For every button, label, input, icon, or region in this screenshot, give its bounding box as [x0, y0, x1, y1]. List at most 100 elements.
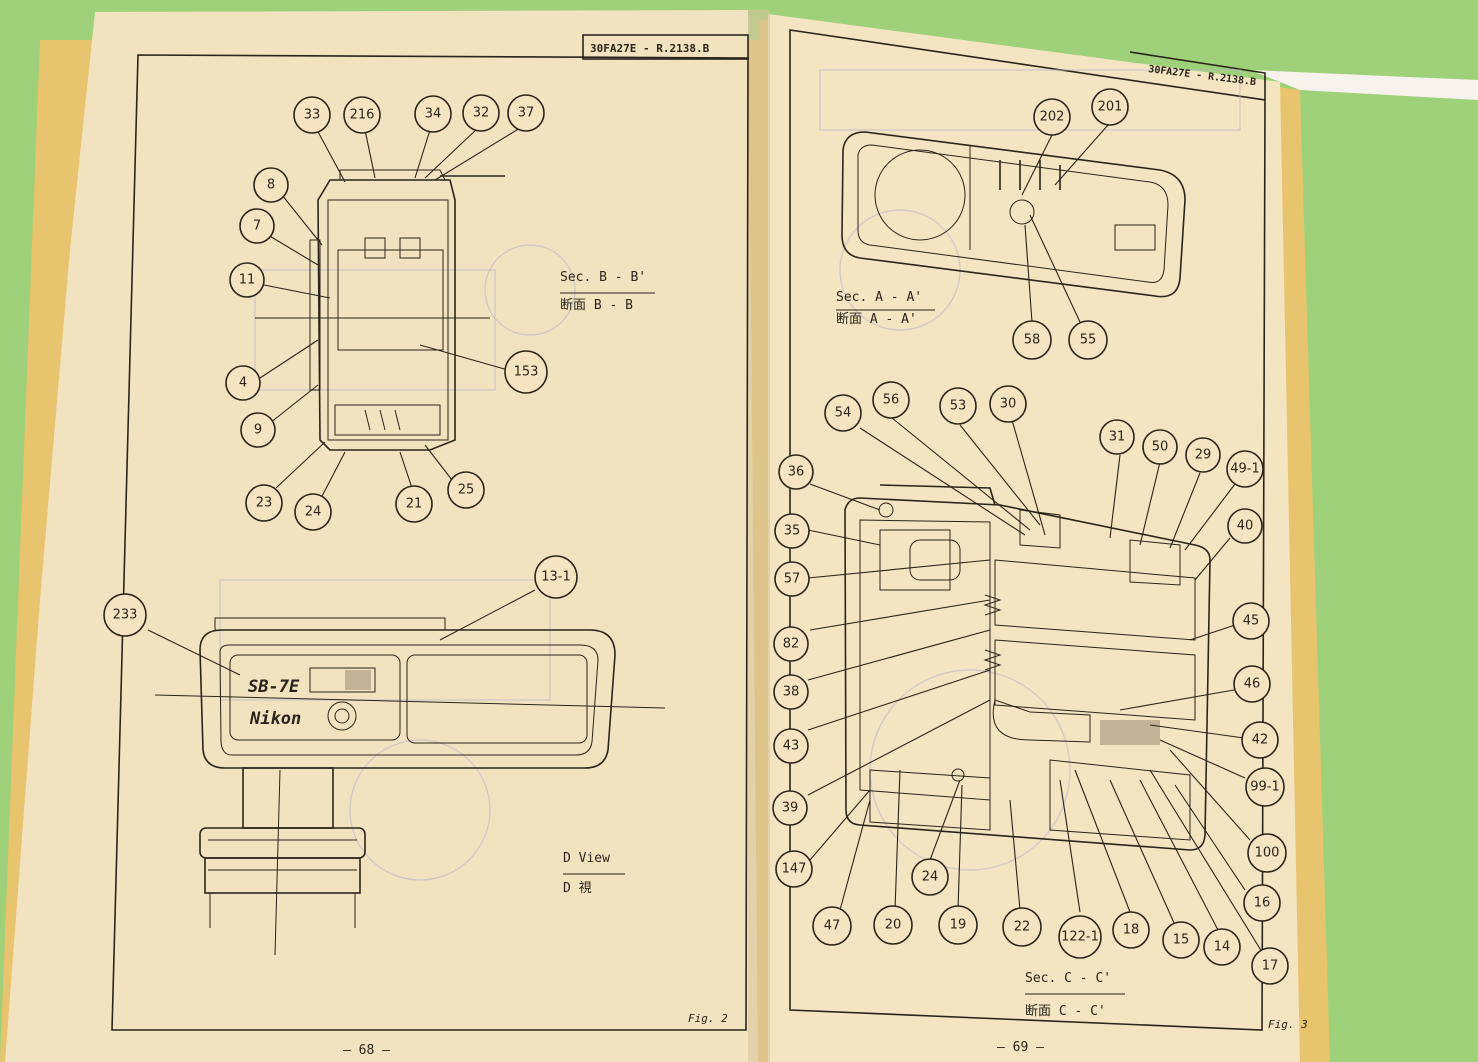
- svg-text:201: 201: [1098, 100, 1123, 115]
- callout: 15: [1162, 921, 1200, 959]
- callout: 37: [507, 94, 545, 132]
- svg-text:17: 17: [1262, 959, 1279, 974]
- svg-text:147: 147: [782, 862, 807, 877]
- right-page-number: — 69 —: [997, 1040, 1044, 1055]
- callout: 50: [1142, 429, 1178, 465]
- svg-text:32: 32: [473, 106, 490, 121]
- callout: 13-1: [534, 555, 578, 599]
- callout: 45: [1232, 602, 1270, 640]
- svg-text:36: 36: [788, 465, 805, 480]
- callout: 56: [872, 381, 910, 419]
- callout: 49-1: [1226, 450, 1264, 488]
- callout: 201: [1091, 88, 1129, 126]
- callout: 42: [1241, 721, 1279, 759]
- callout: 25: [447, 471, 485, 509]
- left-page: [5, 10, 758, 1062]
- svg-text:46: 46: [1244, 677, 1261, 692]
- callout: 153: [504, 350, 548, 394]
- svg-text:54: 54: [835, 406, 852, 421]
- callout: 122-1: [1058, 915, 1102, 959]
- svg-text:22: 22: [1014, 920, 1031, 935]
- svg-text:29: 29: [1195, 448, 1212, 463]
- callout: 35: [774, 513, 810, 549]
- svg-text:47: 47: [824, 919, 841, 934]
- callout: 14: [1203, 928, 1241, 966]
- callout: 202: [1033, 98, 1071, 136]
- callout: 17: [1251, 947, 1289, 985]
- callout: 39: [772, 790, 808, 826]
- svg-text:23: 23: [256, 496, 273, 511]
- left-page-number: — 68 —: [343, 1043, 390, 1058]
- flash-model-label: SB-7E: [248, 677, 300, 697]
- svg-text:82: 82: [783, 637, 800, 652]
- callout: 233: [103, 593, 147, 637]
- callout: 216: [343, 96, 381, 134]
- section-aa-jp: 断面 A - A': [836, 312, 917, 327]
- svg-text:19: 19: [950, 918, 967, 933]
- callout: 23: [245, 484, 283, 522]
- callout: 46: [1233, 665, 1271, 703]
- svg-text:35: 35: [784, 524, 801, 539]
- leader-lines-right: [807, 124, 1263, 953]
- svg-text:58: 58: [1024, 333, 1041, 348]
- show-through-ghost: [219, 69, 1241, 881]
- callout: 19: [938, 905, 978, 945]
- callout: 38: [773, 674, 809, 710]
- svg-text:4: 4: [239, 376, 247, 391]
- svg-text:57: 57: [784, 572, 801, 587]
- right-header-box: [1129, 51, 1266, 100]
- svg-text:40: 40: [1237, 519, 1254, 534]
- callout: 29: [1185, 437, 1221, 473]
- svg-text:7: 7: [253, 219, 261, 234]
- svg-text:11: 11: [239, 273, 256, 288]
- callout: 21: [395, 485, 433, 523]
- svg-text:20: 20: [885, 918, 902, 933]
- brand-label: Nikon: [249, 709, 301, 729]
- callout: 99-1: [1245, 767, 1285, 807]
- svg-text:13-1: 13-1: [541, 570, 571, 585]
- callout: 31: [1099, 419, 1135, 455]
- callout: 22: [1002, 907, 1042, 947]
- callout: 82: [773, 626, 809, 662]
- section-aa-drawing: [841, 131, 1186, 298]
- callout: 4: [225, 365, 261, 401]
- svg-text:42: 42: [1252, 733, 1269, 748]
- svg-text:37: 37: [518, 106, 535, 121]
- callout: 40: [1227, 508, 1263, 544]
- svg-text:122-1: 122-1: [1061, 930, 1099, 945]
- callout: 16: [1243, 884, 1281, 922]
- svg-text:216: 216: [350, 108, 375, 123]
- callout: 57: [774, 561, 810, 597]
- svg-text:33: 33: [304, 108, 321, 123]
- left-page-frame: [111, 54, 749, 1031]
- callout: 8: [253, 167, 289, 203]
- section-bb-en: Sec. B - B': [560, 270, 646, 285]
- callout: 30: [989, 385, 1027, 423]
- svg-text:55: 55: [1080, 333, 1097, 348]
- svg-text:14: 14: [1214, 940, 1231, 955]
- callout: 54: [824, 394, 862, 432]
- callout: 34: [414, 95, 452, 133]
- callout: 11: [229, 262, 265, 298]
- callout: 43: [773, 728, 809, 764]
- svg-text:16: 16: [1254, 896, 1271, 911]
- svg-text:38: 38: [783, 685, 800, 700]
- callout: 33: [293, 96, 331, 134]
- svg-text:34: 34: [425, 107, 442, 122]
- section-aa-en: Sec. A - A': [836, 290, 922, 305]
- svg-text:21: 21: [406, 497, 423, 512]
- callout: 7: [239, 208, 275, 244]
- leader-lines-left: [147, 127, 536, 676]
- right-page: [768, 14, 1300, 1062]
- svg-text:43: 43: [783, 739, 800, 754]
- svg-text:39: 39: [782, 801, 799, 816]
- section-bb-jp: 断面 B - B: [560, 298, 633, 313]
- section-cc-en: Sec. C - C': [1025, 971, 1111, 986]
- svg-text:9: 9: [254, 423, 262, 438]
- callout: 55: [1068, 320, 1108, 360]
- callout: 147: [775, 850, 813, 888]
- white-paper-corner: [1250, 70, 1478, 100]
- svg-text:45: 45: [1243, 614, 1260, 629]
- svg-text:50: 50: [1152, 440, 1169, 455]
- right-fig-label: Fig. 3: [1268, 1018, 1308, 1031]
